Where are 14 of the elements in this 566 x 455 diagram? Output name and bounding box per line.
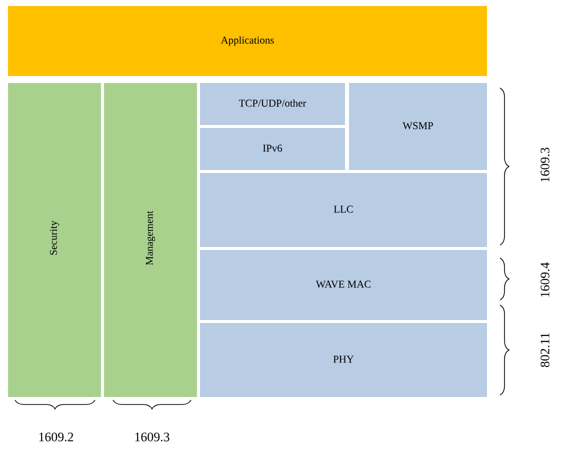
layer-box: Applications	[8, 6, 487, 76]
layer-box: IPv6	[200, 128, 345, 170]
layer-box: WSMP	[349, 83, 487, 170]
standard-label: 1609.4	[540, 262, 550, 297]
layer-box: WAVE MAC	[200, 250, 487, 320]
standard-label: 1609.3	[135, 432, 170, 442]
layer-box: LLC	[200, 173, 487, 247]
layer-box: PHY	[200, 323, 487, 397]
layer-box: TCP/UDP/other	[200, 83, 345, 125]
standard-label: 1609.2	[39, 432, 74, 442]
layer-box: Management	[104, 83, 197, 397]
standard-label: 802.11	[540, 333, 550, 368]
layer-box: Security	[8, 83, 101, 397]
standard-label: 1609.3	[540, 148, 550, 182]
